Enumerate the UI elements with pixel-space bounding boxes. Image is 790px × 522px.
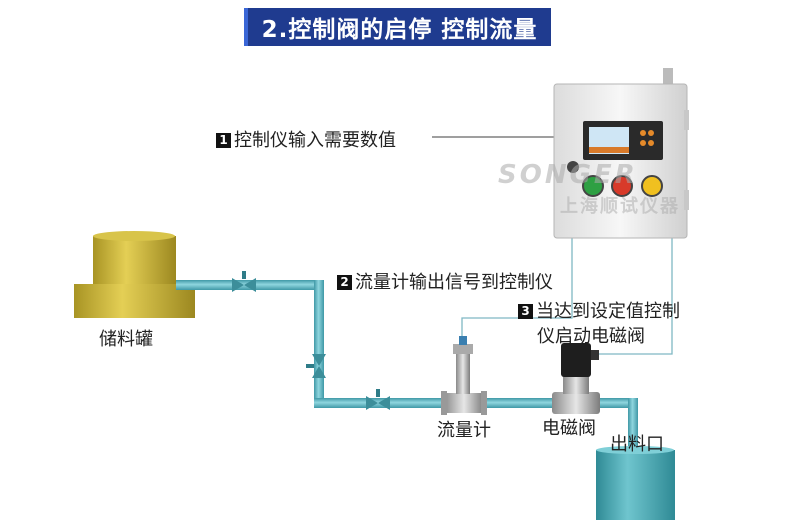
key-switch (567, 161, 579, 173)
hand-valve-1 (232, 271, 256, 292)
tank-label: 储料罐 (99, 329, 153, 350)
flowmeter-label: 流量计 (437, 420, 491, 441)
green-button (582, 175, 604, 197)
hand-valve-2 (306, 354, 326, 378)
callout-1-text: 控制仪输入需要数值 (234, 130, 396, 151)
callout-3-text: 当达到设定值控制 (536, 301, 680, 322)
title-banner: 2.控制阀的启停 控制流量 (244, 8, 551, 46)
callout-3-number: 3 (518, 304, 533, 319)
page-title: 2.控制阀的启停 控制流量 (261, 17, 538, 43)
callout-2-text: 流量计输出信号到控制仪 (355, 272, 553, 293)
solenoid-valve (552, 343, 600, 414)
control-cabinet (553, 68, 689, 239)
callout-1-number: 1 (216, 133, 231, 148)
solenoid-label: 电磁阀 (542, 418, 596, 439)
callout-3-text-line2: 仪启动电磁阀 (537, 326, 645, 347)
signal-wires (432, 136, 673, 355)
callout-2-number: 2 (337, 275, 352, 290)
outlet-tank (596, 446, 675, 520)
storage-tank (74, 231, 195, 318)
yellow-button (641, 175, 663, 197)
flow-meter (441, 336, 487, 415)
red-button (611, 175, 633, 197)
watermark-line2: 上海顺试仪器 (560, 196, 680, 217)
hand-valve-3 (366, 389, 390, 410)
watermark-line1: SONGER (498, 160, 638, 190)
outlet-label: 出料口 (610, 434, 664, 455)
